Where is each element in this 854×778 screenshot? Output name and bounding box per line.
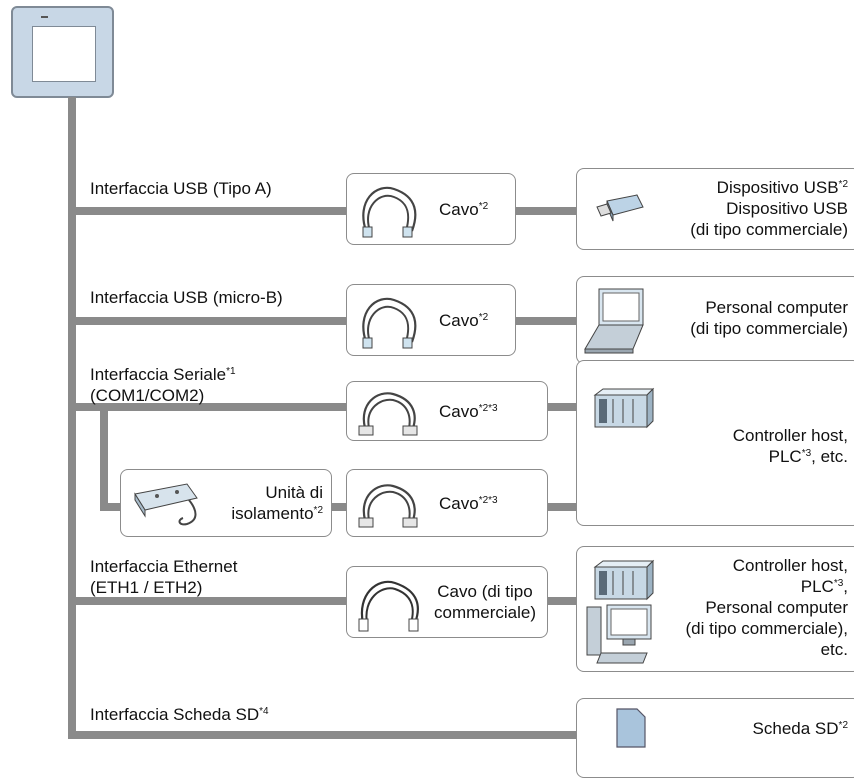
device-box-pc: Personal computer (di tipo commerciale) <box>576 276 854 364</box>
device-usb-line1-text: Dispositivo USB <box>716 178 839 197</box>
cable-usb-micro-sup: *2 <box>478 312 489 323</box>
device-box-ethernet-host: Controller host, PLC*3, Personal compute… <box>576 546 854 672</box>
device-pc-line1: Personal computer <box>705 298 848 317</box>
hmi-panel <box>11 6 114 98</box>
device-sd-line1: Scheda SD <box>752 719 839 738</box>
device-serial-host-text: Controller host, PLC*3, etc. <box>628 425 848 467</box>
device-eth-host-line2: PLC*3, <box>608 576 848 597</box>
plc-ethernet-icon <box>593 559 655 601</box>
bus-serial2-dev <box>546 503 578 511</box>
isolation-unit-line1: Unità di <box>265 483 323 502</box>
cable-serial-1-sup: *2*3 <box>478 403 498 414</box>
bus-sd <box>68 731 578 739</box>
isolation-unit-line2: isolamento*2 <box>203 503 323 524</box>
label-serial-ports: (COM1/COM2) <box>90 386 205 405</box>
label-serial-sup: *1 <box>226 366 236 377</box>
device-eth-host-text: Controller host, PLC*3, Personal compute… <box>608 555 849 660</box>
laptop-icon <box>584 288 644 354</box>
bus-iso-cable <box>330 503 350 511</box>
isolation-unit-icon <box>134 483 198 526</box>
cable-ethernet-text: Cavo (di tipo commerciale) <box>423 581 547 623</box>
device-usb-line1: Dispositivo USB*2 <box>588 177 848 198</box>
device-serial-host-sup: *3 <box>801 448 812 459</box>
device-eth-host-comma: , <box>843 577 848 596</box>
usb-stick-icon <box>596 194 644 222</box>
device-sd-sup: *2 <box>838 720 848 731</box>
label-usb-a: Interfaccia USB (Tipo A) <box>90 179 272 198</box>
cable-usb-a-text: Cavo <box>439 200 479 219</box>
device-sd-text: Scheda SD*2 <box>648 718 848 739</box>
label-sd: Interfaccia Scheda SD*4 <box>90 704 269 725</box>
cable-serial-2-label: Cavo*2*3 <box>439 493 498 514</box>
device-usb-text: Dispositivo USB*2 Dispositivo USB (di ti… <box>588 177 848 240</box>
cable-box-ethernet: Cavo (di tipo commerciale) <box>346 566 548 638</box>
plc-icon <box>593 387 655 429</box>
device-eth-host-line1: Controller host, <box>732 556 848 575</box>
sd-card-icon <box>616 708 646 748</box>
cable-serial-1-label: Cavo*2*3 <box>439 401 498 422</box>
cable-box-usb-micro: Cavo*2 <box>346 284 516 356</box>
cable-box-serial-2: Cavo*2*3 <box>346 469 548 537</box>
device-box-usb: Dispositivo USB*2 Dispositivo USB (di ti… <box>576 168 854 250</box>
device-eth-host-line4: (di tipo commerciale), <box>685 619 849 638</box>
desktop-pc-icon <box>586 604 652 664</box>
device-pc-line2: (di tipo commerciale) <box>690 319 848 338</box>
isolation-unit-box: Unità di isolamento*2 <box>120 469 332 537</box>
device-serial-host-line2: PLC*3, etc. <box>628 446 848 467</box>
bus-serial-dev <box>546 403 578 411</box>
device-eth-host-plc: PLC <box>800 577 834 596</box>
serial-cable-2-icon <box>358 484 418 528</box>
bus-ethernet <box>68 597 350 605</box>
cable-ethernet-line1: Cavo (di tipo <box>437 582 533 601</box>
ethernet-cable-icon <box>358 580 419 632</box>
device-usb-line1-sup: *2 <box>838 179 848 190</box>
label-ethernet: Interfaccia Ethernet <box>90 557 238 576</box>
cable-usb-a-label: Cavo*2 <box>439 199 488 220</box>
isolation-unit-line2-text: isolamento <box>231 504 314 523</box>
isolation-unit-sup: *2 <box>313 505 323 516</box>
device-eth-host-line3: Personal computer <box>705 598 848 617</box>
usb-cable-icon <box>362 186 417 238</box>
usb-micro-cable-icon <box>362 297 417 349</box>
device-serial-host-plc: PLC <box>768 447 802 466</box>
device-serial-host-etc: , etc. <box>811 447 848 466</box>
label-usb-micro: Interfaccia USB (micro-B) <box>90 288 283 307</box>
cable-serial-1-text: Cavo <box>439 402 479 421</box>
device-serial-host-line1: Controller host, <box>732 426 848 445</box>
main-bus-vertical <box>68 97 76 739</box>
label-ethernet-ports: (ETH1 / ETH2) <box>90 578 203 597</box>
serial-cable-icon <box>358 392 418 436</box>
device-usb-line3: (di tipo commerciale) <box>690 220 848 239</box>
cable-serial-2-text: Cavo <box>439 494 479 513</box>
cable-usb-micro-text: Cavo <box>439 311 479 330</box>
device-box-sd: Scheda SD*2 <box>576 698 854 778</box>
bus-serial-branch-h <box>100 503 122 511</box>
bus-serial <box>68 403 350 411</box>
label-sd-text: Interfaccia Scheda SD <box>90 705 260 724</box>
hmi-indicator <box>41 16 48 18</box>
label-serial: Interfaccia Seriale*1 <box>90 364 236 385</box>
label-serial-text: Interfaccia Seriale <box>90 365 227 384</box>
bus-usb-micro <box>68 317 350 325</box>
cable-serial-2-sup: *2*3 <box>478 495 498 506</box>
bus-usb-micro-dev <box>514 317 578 325</box>
device-pc-text: Personal computer (di tipo commerciale) <box>588 297 848 339</box>
cable-usb-micro-label: Cavo*2 <box>439 310 488 331</box>
isolation-unit-text: Unità di isolamento*2 <box>203 482 323 524</box>
bus-serial-branch-v <box>100 403 108 511</box>
device-box-serial-host: Controller host, PLC*3, etc. <box>576 360 854 526</box>
label-sd-sup: *4 <box>259 706 269 717</box>
device-eth-host-line5: etc. <box>820 640 848 659</box>
cable-usb-a-sup: *2 <box>478 201 489 212</box>
cable-ethernet-line2: commerciale) <box>433 603 537 622</box>
cable-box-serial-1: Cavo*2*3 <box>346 381 548 441</box>
bus-ethernet-dev <box>546 597 578 605</box>
hmi-screen <box>32 26 96 82</box>
device-usb-line2: Dispositivo USB <box>726 199 848 218</box>
cable-box-usb-a: Cavo*2 <box>346 173 516 245</box>
bus-usb-a-dev <box>514 207 578 215</box>
device-eth-host-sup: *3 <box>833 578 844 589</box>
bus-usb-a <box>68 207 350 215</box>
